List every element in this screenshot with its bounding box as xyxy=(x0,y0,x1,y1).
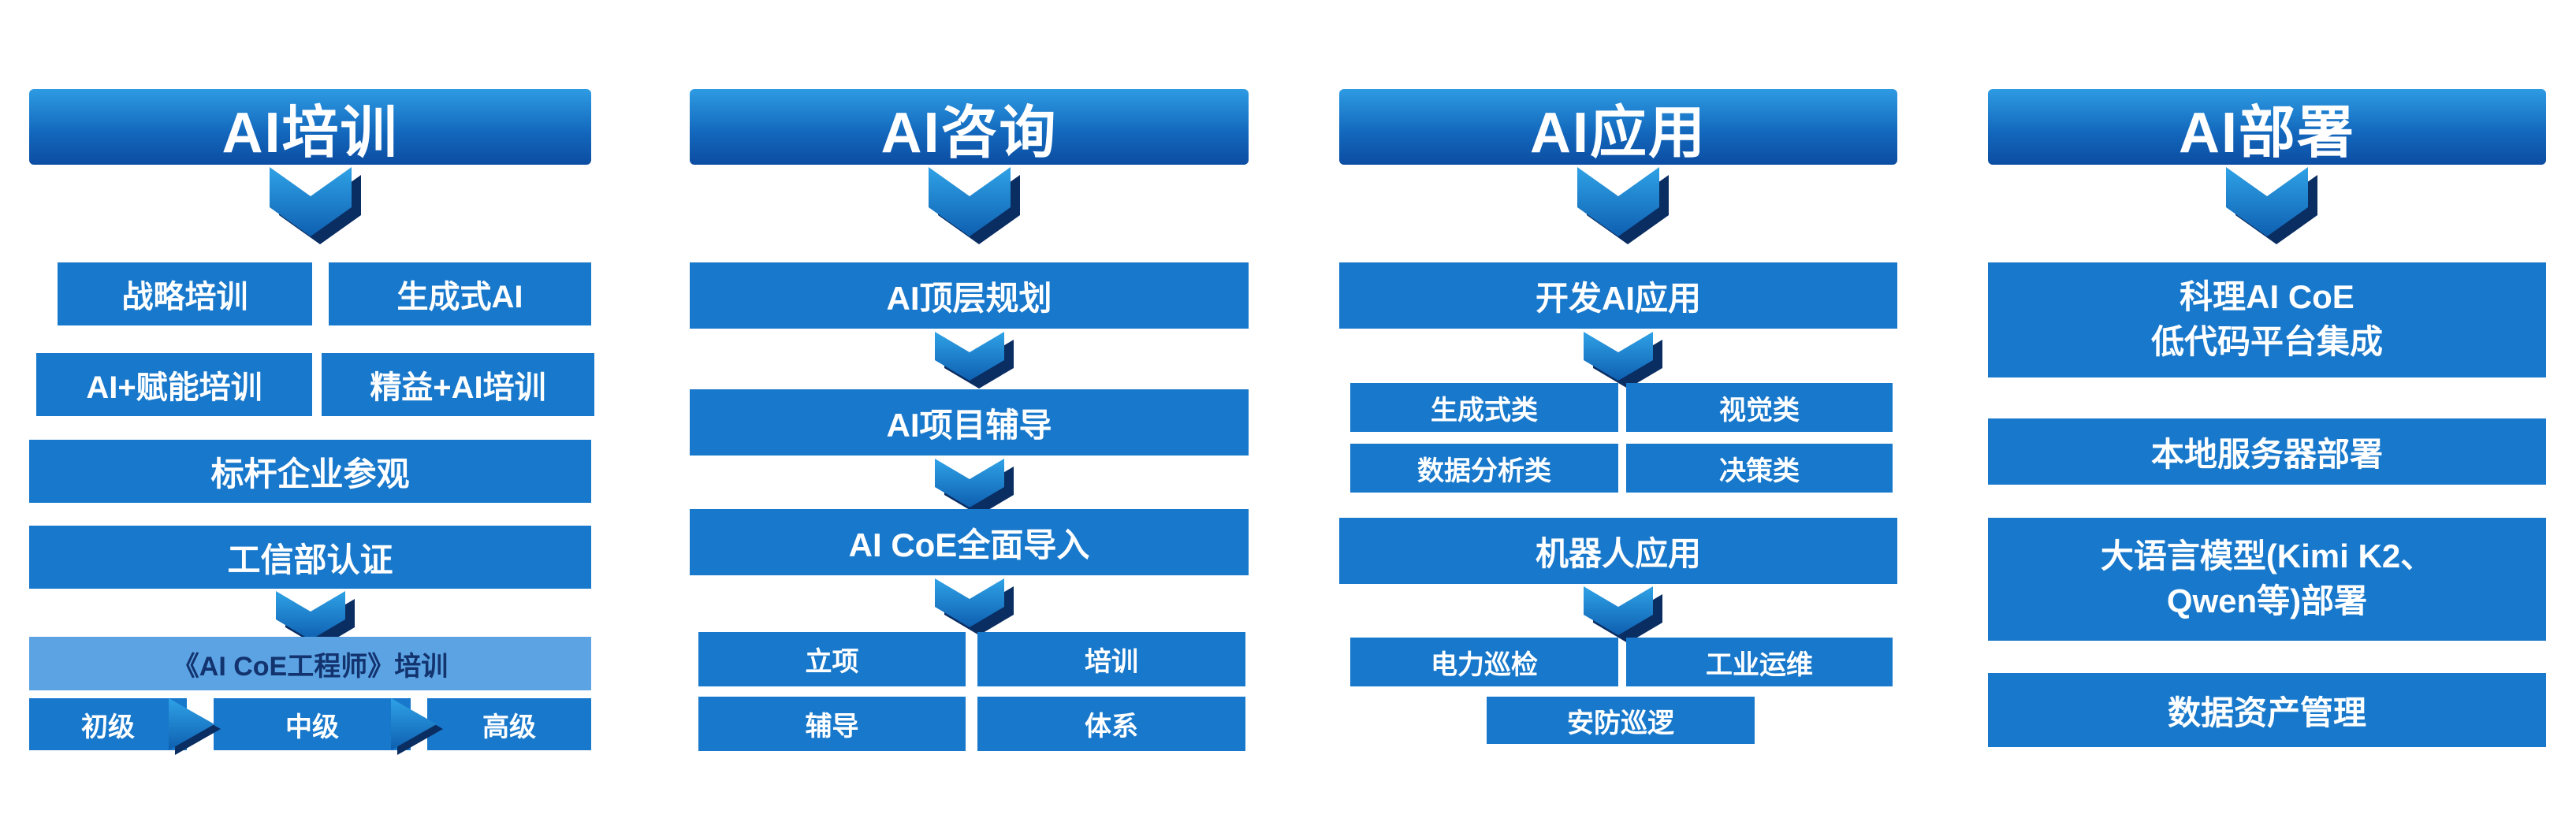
box-keli-ai-coe-lowcode-platform: 科理AI CoE 低代码平台集成 xyxy=(1988,262,2546,377)
box-ai-coe-full-adoption: AI CoE全面导入 xyxy=(690,509,1249,575)
box-robot-applications: 机器人应用 xyxy=(1339,518,1897,584)
box-industrial-operations: 工业运维 xyxy=(1626,638,1893,686)
arrow-right-icon xyxy=(391,698,443,755)
chevron-down-icon xyxy=(2226,167,2317,244)
chevron-down-icon xyxy=(929,167,1020,244)
box-lean-ai-training: 精益+AI培训 xyxy=(322,353,594,416)
header-ai-application: AI应用 xyxy=(1339,76,1897,165)
box-project-initiation: 立项 xyxy=(698,632,966,686)
chevron-down-icon xyxy=(935,459,1014,515)
box-benchmark-enterprise-visit: 标杆企业参观 xyxy=(29,440,591,503)
box-coaching: 辅导 xyxy=(698,697,966,751)
box-ai-coe-engineer-training: 《AI CoE工程师》培训 xyxy=(29,637,591,690)
header-ai-consulting: AI咨询 xyxy=(690,76,1249,165)
header-ai-training: AI培训 xyxy=(29,76,591,165)
box-level-beginner: 初级 xyxy=(29,698,187,750)
box-data-asset-management: 数据资产管理 xyxy=(1988,673,2546,747)
box-security-patrol: 安防巡逻 xyxy=(1487,697,1755,744)
box-generative-ai: 生成式AI xyxy=(329,262,591,325)
box-level-advanced: 高级 xyxy=(427,698,591,750)
box-miit-certification: 工信部认证 xyxy=(29,526,591,589)
box-decision-type: 决策类 xyxy=(1626,444,1893,493)
chevron-down-icon xyxy=(276,591,355,648)
box-vision-type: 视觉类 xyxy=(1626,383,1893,432)
box-generative-type: 生成式类 xyxy=(1350,383,1618,432)
box-strategy-training: 战略培训 xyxy=(58,262,312,325)
chevron-down-icon xyxy=(1577,167,1669,244)
box-system: 体系 xyxy=(977,697,1245,751)
box-training: 培训 xyxy=(977,632,1245,686)
box-develop-ai-apps: 开发AI应用 xyxy=(1339,262,1897,329)
arrow-right-icon xyxy=(169,698,221,755)
box-ai-project-coaching: AI项目辅导 xyxy=(690,389,1249,456)
chevron-down-icon xyxy=(935,332,1014,389)
box-ai-empowerment-training: AI+赋能培训 xyxy=(36,353,312,416)
chevron-down-icon xyxy=(1584,332,1662,389)
chevron-down-icon xyxy=(270,167,361,244)
box-llm-deployment: 大语言模型(Kimi K2、 Qwen等)部署 xyxy=(1988,518,2546,641)
chevron-down-icon xyxy=(935,578,1014,635)
header-ai-deployment: AI部署 xyxy=(1988,76,2546,165)
box-ai-top-level-planning: AI顶层规划 xyxy=(690,262,1249,329)
box-local-server-deployment: 本地服务器部署 xyxy=(1988,418,2546,485)
box-data-analysis-type: 数据分析类 xyxy=(1350,444,1618,493)
box-level-intermediate: 中级 xyxy=(214,698,411,750)
box-power-inspection: 电力巡检 xyxy=(1350,638,1618,686)
chevron-down-icon xyxy=(1584,586,1662,643)
